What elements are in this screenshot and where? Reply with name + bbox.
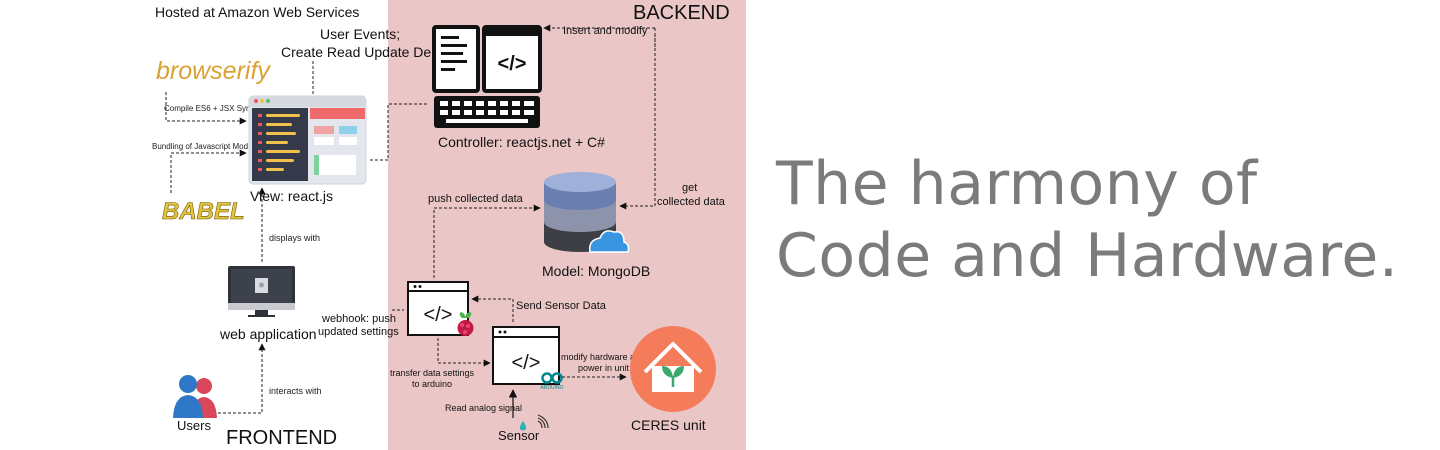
insert-modify-label: Insert and modify (563, 25, 648, 37)
users-label: Users (177, 418, 211, 433)
transfer-label: transfer data settings (390, 368, 475, 378)
modify-hardware-label: modify hardware and (561, 352, 645, 362)
interacts-with-label: interacts with (269, 386, 322, 396)
tagline-line1: The harmony of (776, 149, 1258, 219)
monitor-icon (228, 266, 295, 317)
database-icon (544, 172, 630, 253)
tagline-line2: Code and Hardware. (776, 221, 1399, 291)
raspberry-pi-icon: </> (407, 281, 474, 336)
frontend-panel (150, 0, 388, 450)
updated-settings-label: updated settings (318, 326, 399, 338)
compile-label: Compile ES6 + JSX Syntax (164, 104, 261, 113)
web-application-label: web application (219, 326, 317, 342)
collected-data-label: collected data (657, 196, 726, 208)
browserify-logo: browserify (156, 57, 271, 85)
hosting-header: Hosted at Amazon Web Services (155, 4, 359, 20)
sensor-label: Sensor (498, 428, 540, 443)
architecture-diagram: Hosted at Amazon Web Services BACKEND FR… (150, 0, 746, 450)
ceres-unit-label: CERES unit (631, 417, 706, 433)
svg-text:ARDUINO: ARDUINO (540, 385, 563, 391)
model-label: Model: MongoDB (542, 263, 650, 279)
react-view-icon (248, 95, 367, 185)
get-label: get (682, 182, 697, 194)
ceres-unit-icon (630, 326, 716, 412)
controller-label: Controller: reactjs.net + C# (438, 134, 605, 150)
svg-text:</>: </> (498, 53, 527, 75)
users-icon (173, 375, 217, 418)
push-collected-label: push collected data (428, 193, 524, 205)
crud-label: Create Read Update Delete (281, 44, 454, 60)
babel-logo: BABEL (162, 198, 245, 225)
power-unit-label: power in unit (578, 363, 630, 373)
frontend-title: FRONTEND (226, 427, 337, 449)
arduino-icon: </> ARDUINO (492, 326, 564, 391)
bundling-label: Bundling of Javascript Modules (152, 142, 263, 151)
user-events-label: User Events; (320, 26, 400, 42)
svg-text:</>: </> (512, 352, 541, 374)
connectors (165, 24, 656, 414)
sensor-icon (519, 414, 549, 431)
to-arduino-label: to arduino (412, 379, 452, 389)
view-label: View: react.js (250, 188, 333, 204)
send-sensor-label: Send Sensor Data (516, 300, 607, 312)
webhook-label: webhook: push (321, 313, 396, 325)
displays-with-label: displays with (269, 233, 320, 243)
controller-icon: </> (432, 25, 542, 128)
backend-title: BACKEND (633, 2, 730, 24)
svg-text:</>: </> (424, 304, 453, 326)
tagline: The harmony of Code and Hardware. (776, 148, 1436, 292)
read-analog-label: Read analog signal (445, 403, 522, 413)
